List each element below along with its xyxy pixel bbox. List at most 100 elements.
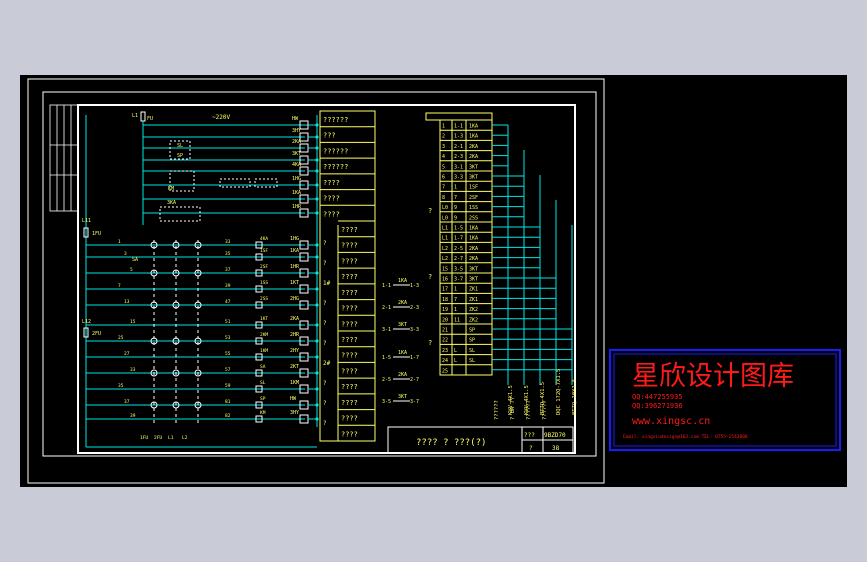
desc-row-text: ???? [341,399,358,407]
contact-box [169,170,195,192]
terminal-term: 1-1 [454,124,463,130]
switch-contact [150,401,158,409]
coil-label: 2KA [292,139,301,145]
relay-terminal-right: 2-7 [410,377,419,383]
terminal-term: 1 [454,185,457,191]
code-label: ??? [524,432,535,439]
coil-label: 2HY [290,348,299,354]
relay-terminal-left: 3-1 [382,327,391,333]
relay-coil [255,269,263,277]
relay-coil [255,241,263,249]
drawing-name: ???? ? ???(?) [416,438,486,448]
coil-label: HW [290,396,297,402]
coil-label: 2KT [290,364,299,370]
desc-row-mark: ? [323,320,327,327]
terminal-term: 2-3 [454,154,463,160]
relay-coil [255,337,263,345]
desc-row-text: ???? [341,320,358,328]
relay-label: SA [260,364,266,370]
bus-node [315,287,319,291]
desc-row-text: ?????? [323,116,348,124]
coil-label: 2KA [290,316,299,322]
bus-node [315,123,319,127]
desc-row-text: ???? [341,305,358,313]
coil-label: 4KA [292,162,301,168]
desc-row-mark: ? [323,300,327,307]
cable-note: ? BA ?? [510,397,516,420]
terminal-no: 20 [442,317,448,323]
terminal-side-mark: ? [428,207,432,215]
terminal-term: 2-7 [454,256,463,262]
contact-label: SP [177,153,183,159]
terminal-side-mark: ? [428,273,432,281]
desc-row-mark: ? [323,420,327,427]
bus-node [315,183,319,187]
bus-node [315,169,319,173]
watermark-title: 星欣设计图库 [632,361,794,392]
relay-label: 2SS [260,296,268,302]
switch-contact [150,241,158,249]
coil-label: 2HR [290,332,300,338]
terminal-no: 16 [442,277,448,283]
side-margin-table [49,104,79,212]
terminal-device: 2KA [469,246,478,252]
terminal-device: ZK1 [469,297,478,303]
node-label: 1 [118,239,121,245]
contact-box [159,206,201,222]
switch-contact [150,301,158,309]
desc-row-text: ???? [323,210,340,218]
relay-label: 2SF [260,264,268,270]
terminal-device: 1SF [469,185,478,191]
switch-contact [150,337,158,345]
bottom-label: 1FU [140,435,148,441]
node-label: 15 [130,319,136,325]
terminal-no: 8 [442,195,445,201]
terminal-no: 21 [442,328,448,334]
terminal-device: SP [469,328,475,334]
switch-contact [194,337,202,345]
terminal-no: L1 [442,236,448,242]
terminal-device: 2SS [469,215,478,221]
desc-row-text: ???? [341,289,358,297]
terminal-no: L0 [442,215,448,221]
contact-label: 3KA [167,200,176,206]
terminal-term: 3-3 [454,175,463,181]
relay-coil [255,321,263,329]
coil-label: 1KT [290,280,299,286]
node-label: 53 [225,335,231,341]
node-label: 35 [118,383,124,389]
fuse-label: 2FU [92,331,101,337]
relay-label: KM [260,410,266,416]
terminal-term: 9 [454,205,457,211]
terminal-device: 2KA [469,256,478,262]
coil-label: 3KT [292,151,301,157]
node-label: 82 [225,413,231,419]
terminal-device: 2KA [469,144,478,150]
relay-terminal-right: 1-3 [410,283,419,289]
coil-label: 1HG [290,236,299,242]
relay-name: 3KT [398,394,407,400]
cable-label: BTTQ-10X1.5 [572,379,578,415]
terminal-device: SP [469,338,475,344]
node-label: 57 [225,367,231,373]
terminal-device: ZK2 [469,307,478,313]
relay-coil [255,385,263,393]
desc-row-text: ???? [341,383,358,391]
bus-node [315,243,319,247]
switch-contact [172,269,180,277]
switch-contact [172,369,180,377]
terminal-no: 2 [442,134,445,140]
node-label: 25 [118,335,124,341]
supply-label: L11 [82,218,91,224]
relay-terminal-left: 1-1 [382,283,391,289]
node-label: 81 [225,399,231,405]
coil-label: 2HG [290,296,299,302]
terminal-device: 1KA [469,124,478,130]
switch-contact [150,269,158,277]
coil-label: 1KM [290,380,299,386]
switch-contact [172,337,180,345]
description-column: ????????????????????????????????????????… [319,110,376,442]
sheet-number: 38 [552,445,560,452]
terminal-no: 6 [442,175,445,181]
